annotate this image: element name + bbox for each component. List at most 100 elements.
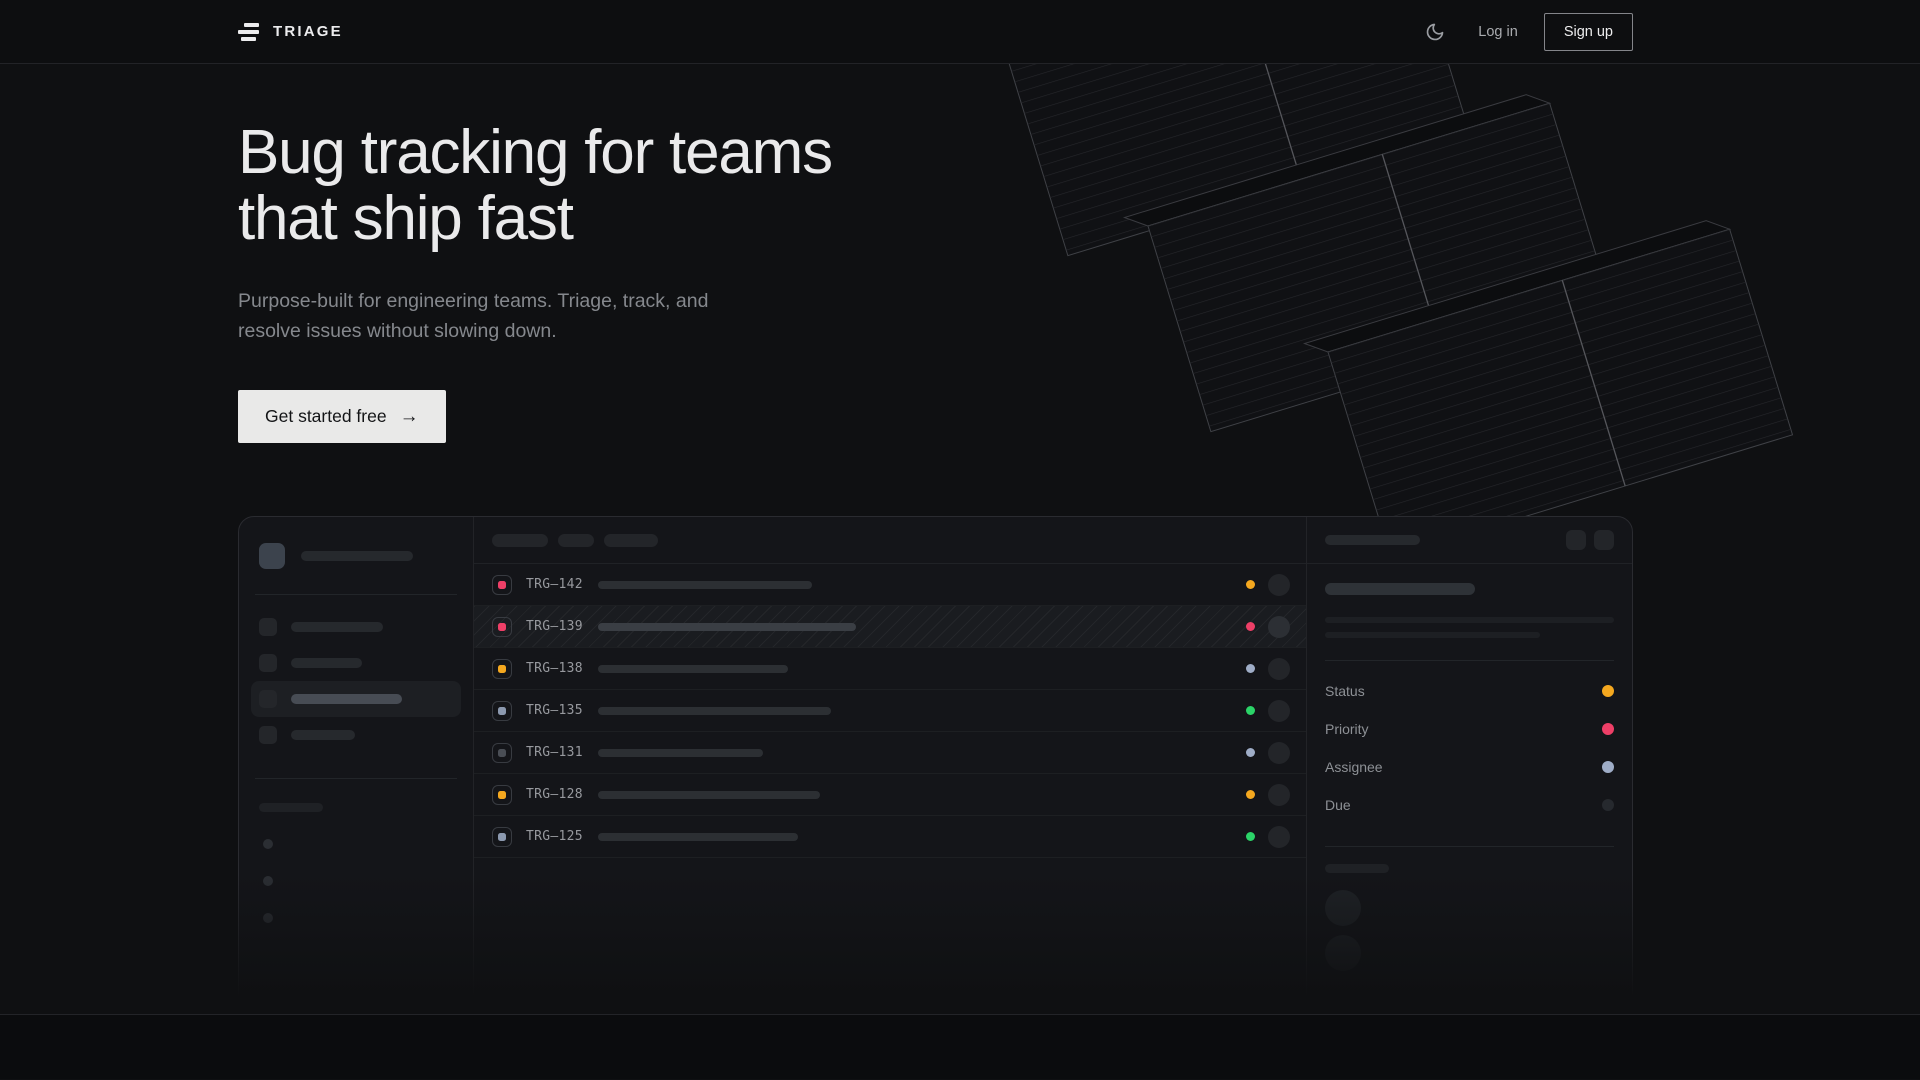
field-row-priority[interactable]: Priority (1325, 710, 1614, 748)
assignee-value-dot (1602, 761, 1614, 773)
assignee-avatar (1268, 657, 1290, 680)
assignee-avatar (1268, 741, 1290, 764)
issue-type-icon (492, 616, 512, 637)
signup-button[interactable]: Sign up (1543, 12, 1633, 51)
issue-id: TRG–138 (526, 661, 583, 676)
issue-row[interactable]: TRG–125 (474, 816, 1306, 858)
issue-row[interactable]: TRG–135 (474, 690, 1306, 732)
sidebar-item-active[interactable] (251, 681, 461, 717)
assignee-avatar (1268, 825, 1290, 848)
panel-action-button[interactable] (1594, 530, 1614, 550)
issue-type-icon (492, 742, 512, 763)
issue-id: TRG–142 (526, 577, 583, 592)
issue-row[interactable]: TRG–138 (474, 648, 1306, 690)
status-dot (1246, 832, 1255, 841)
issue-title-skeleton (598, 832, 798, 841)
filter-tab[interactable] (558, 533, 594, 547)
theme-toggle-button[interactable] (1418, 15, 1452, 49)
issue-title-skeleton (598, 622, 856, 631)
sidebar-item-icon (259, 618, 277, 636)
status-dot (1246, 706, 1255, 715)
issue-list-header (474, 517, 1306, 564)
field-row-due[interactable]: Due (1325, 786, 1614, 824)
field-row-assignee[interactable]: Assignee (1325, 748, 1614, 786)
top-nav: TRIAGE Log in Sign up (0, 0, 1920, 64)
sidebar-bullet (263, 839, 273, 849)
footer (0, 1014, 1920, 1079)
status-dot (1246, 622, 1255, 631)
issue-type-icon (492, 658, 512, 679)
status-dot (1246, 580, 1255, 589)
status-dot (1246, 790, 1255, 799)
sidebar-item[interactable] (251, 645, 461, 681)
sidebar-bullet (263, 913, 273, 923)
description-line-skeleton (1325, 617, 1614, 623)
issue-id: TRG–131 (526, 745, 583, 760)
workspace-switcher[interactable] (239, 543, 473, 569)
issue-type-icon (492, 826, 512, 847)
sidebar-item-icon (259, 654, 277, 672)
sidebar-divider (255, 778, 457, 779)
activity-avatar (1325, 935, 1361, 971)
issue-row-selected[interactable]: TRG–139 (474, 606, 1306, 648)
assignee-avatar (1268, 615, 1290, 638)
workspace-name-skeleton (301, 551, 413, 561)
issue-type-icon (492, 784, 512, 805)
sidebar-bullet (263, 876, 273, 886)
activity-section-label-skeleton (1325, 864, 1389, 873)
sidebar-item-icon (259, 690, 277, 708)
issue-title-skeleton (598, 790, 820, 799)
priority-value-dot (1602, 723, 1614, 735)
issue-row[interactable]: TRG–128 (474, 774, 1306, 816)
assignee-avatar (1268, 573, 1290, 596)
issue-title-skeleton (598, 748, 763, 757)
sidebar-item-icon (259, 726, 277, 744)
assignee-avatar (1268, 783, 1290, 806)
sidebar-divider (255, 594, 457, 595)
preview-sidebar (239, 517, 474, 1014)
issue-id: TRG–125 (526, 829, 583, 844)
panel-action-button[interactable] (1566, 530, 1586, 550)
sidebar-section-label-skeleton (259, 803, 323, 812)
panel-divider (1325, 660, 1614, 661)
issue-title-skeleton (598, 580, 812, 589)
sidebar-item[interactable] (251, 609, 461, 645)
workspace-avatar (259, 543, 285, 569)
status-dot (1246, 748, 1255, 757)
hero-subtitle: Purpose-built for engineering teams. Tri… (238, 290, 709, 342)
login-link[interactable]: Log in (1478, 23, 1518, 40)
issue-type-icon (492, 574, 512, 595)
filter-tab[interactable] (604, 533, 658, 547)
brand-name: TRIAGE (273, 23, 343, 40)
issue-row[interactable]: TRG–131 (474, 732, 1306, 774)
issue-id: TRG–128 (526, 787, 583, 802)
assignee-avatar (1268, 699, 1290, 722)
issue-id: TRG–139 (526, 619, 583, 634)
moon-icon (1427, 23, 1444, 40)
description-line-skeleton (1325, 632, 1540, 638)
issue-detail-panel: Status Priority Assignee Due (1307, 517, 1632, 1014)
sidebar-item[interactable] (251, 717, 461, 753)
arrow-right-icon: → (399, 405, 419, 427)
status-dot (1246, 664, 1255, 673)
panel-divider (1325, 846, 1614, 847)
issue-type-icon (492, 700, 512, 721)
brand-logo[interactable]: TRIAGE (238, 22, 343, 41)
issue-title-skeleton (598, 664, 788, 673)
panel-title-skeleton (1325, 535, 1420, 545)
issue-row[interactable]: TRG–142 (474, 564, 1306, 606)
issue-list: TRG–142 TRG–139 TRG–138 (474, 517, 1307, 1014)
issue-title-skeleton (598, 706, 831, 715)
triage-logo-icon (238, 22, 262, 41)
activity-avatar (1325, 890, 1361, 926)
filter-tab[interactable] (492, 533, 548, 547)
app-preview-window: TRG–142 TRG–139 TRG–138 (238, 516, 1633, 1014)
issue-id: TRG–135 (526, 703, 583, 718)
get-started-button[interactable]: Get started free → (238, 390, 446, 443)
due-value-dot (1602, 799, 1614, 811)
field-row-status[interactable]: Status (1325, 672, 1614, 710)
issue-title-skeleton (1325, 583, 1475, 595)
status-value-dot (1602, 685, 1614, 697)
